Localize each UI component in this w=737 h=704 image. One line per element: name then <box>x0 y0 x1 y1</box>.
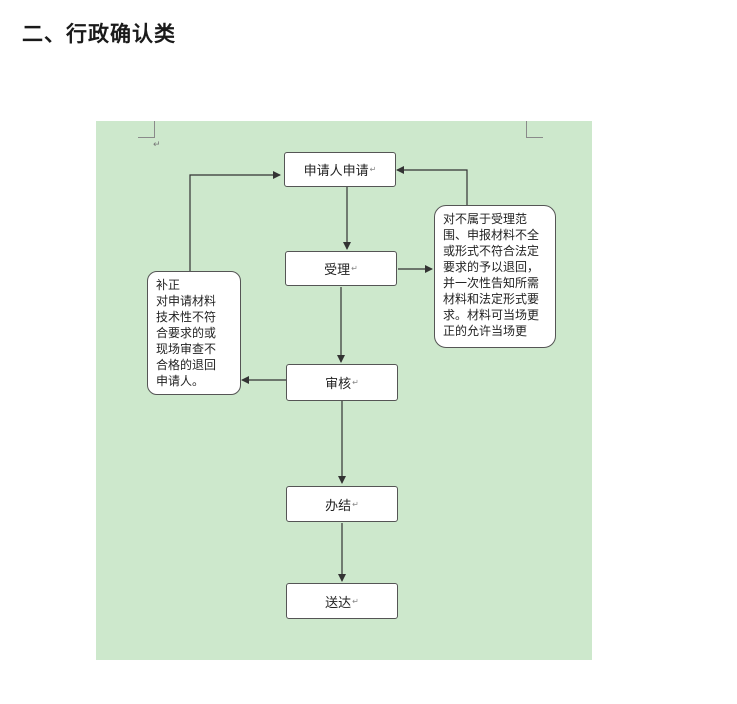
flowchart-canvas: ↵ 申请人申请↵ 受理↵ 审核↵ 办结↵ 送达↵ 对不属于受理范 围、申 <box>96 121 592 660</box>
crop-mark-top-right <box>526 121 543 138</box>
node-deliver: 送达↵ <box>286 583 398 619</box>
arrow-reject-note-to-apply <box>396 166 468 205</box>
crop-mark-top-left <box>138 121 155 138</box>
paragraph-mark: ↵ <box>153 140 161 150</box>
section-heading: 二、行政确认类 <box>22 21 176 46</box>
arrow-correction-to-apply <box>189 171 281 271</box>
correction-note: 补正 对申请材料 技术性不符 合要求的或 现场审查不 合格的退回 申请人。 <box>147 271 241 395</box>
node-deliver-label: 送达 <box>325 595 352 611</box>
node-complete-label: 办结 <box>325 498 352 514</box>
flowchart-connectors <box>189 166 468 582</box>
node-review-label: 审核 <box>325 377 352 392</box>
node-complete: 办结↵ <box>286 486 398 522</box>
node-apply-label: 申请人申请 <box>303 164 369 179</box>
node-review: 审核↵ <box>286 364 398 401</box>
node-accept-label: 受理 <box>324 263 351 278</box>
node-accept: 受理↵ <box>285 251 397 286</box>
reject-note: 对不属于受理范 围、申报材料不全 或形式不符合法定 要求的予以退回， 并一次性告… <box>434 205 556 348</box>
node-apply: 申请人申请↵ <box>284 152 396 187</box>
